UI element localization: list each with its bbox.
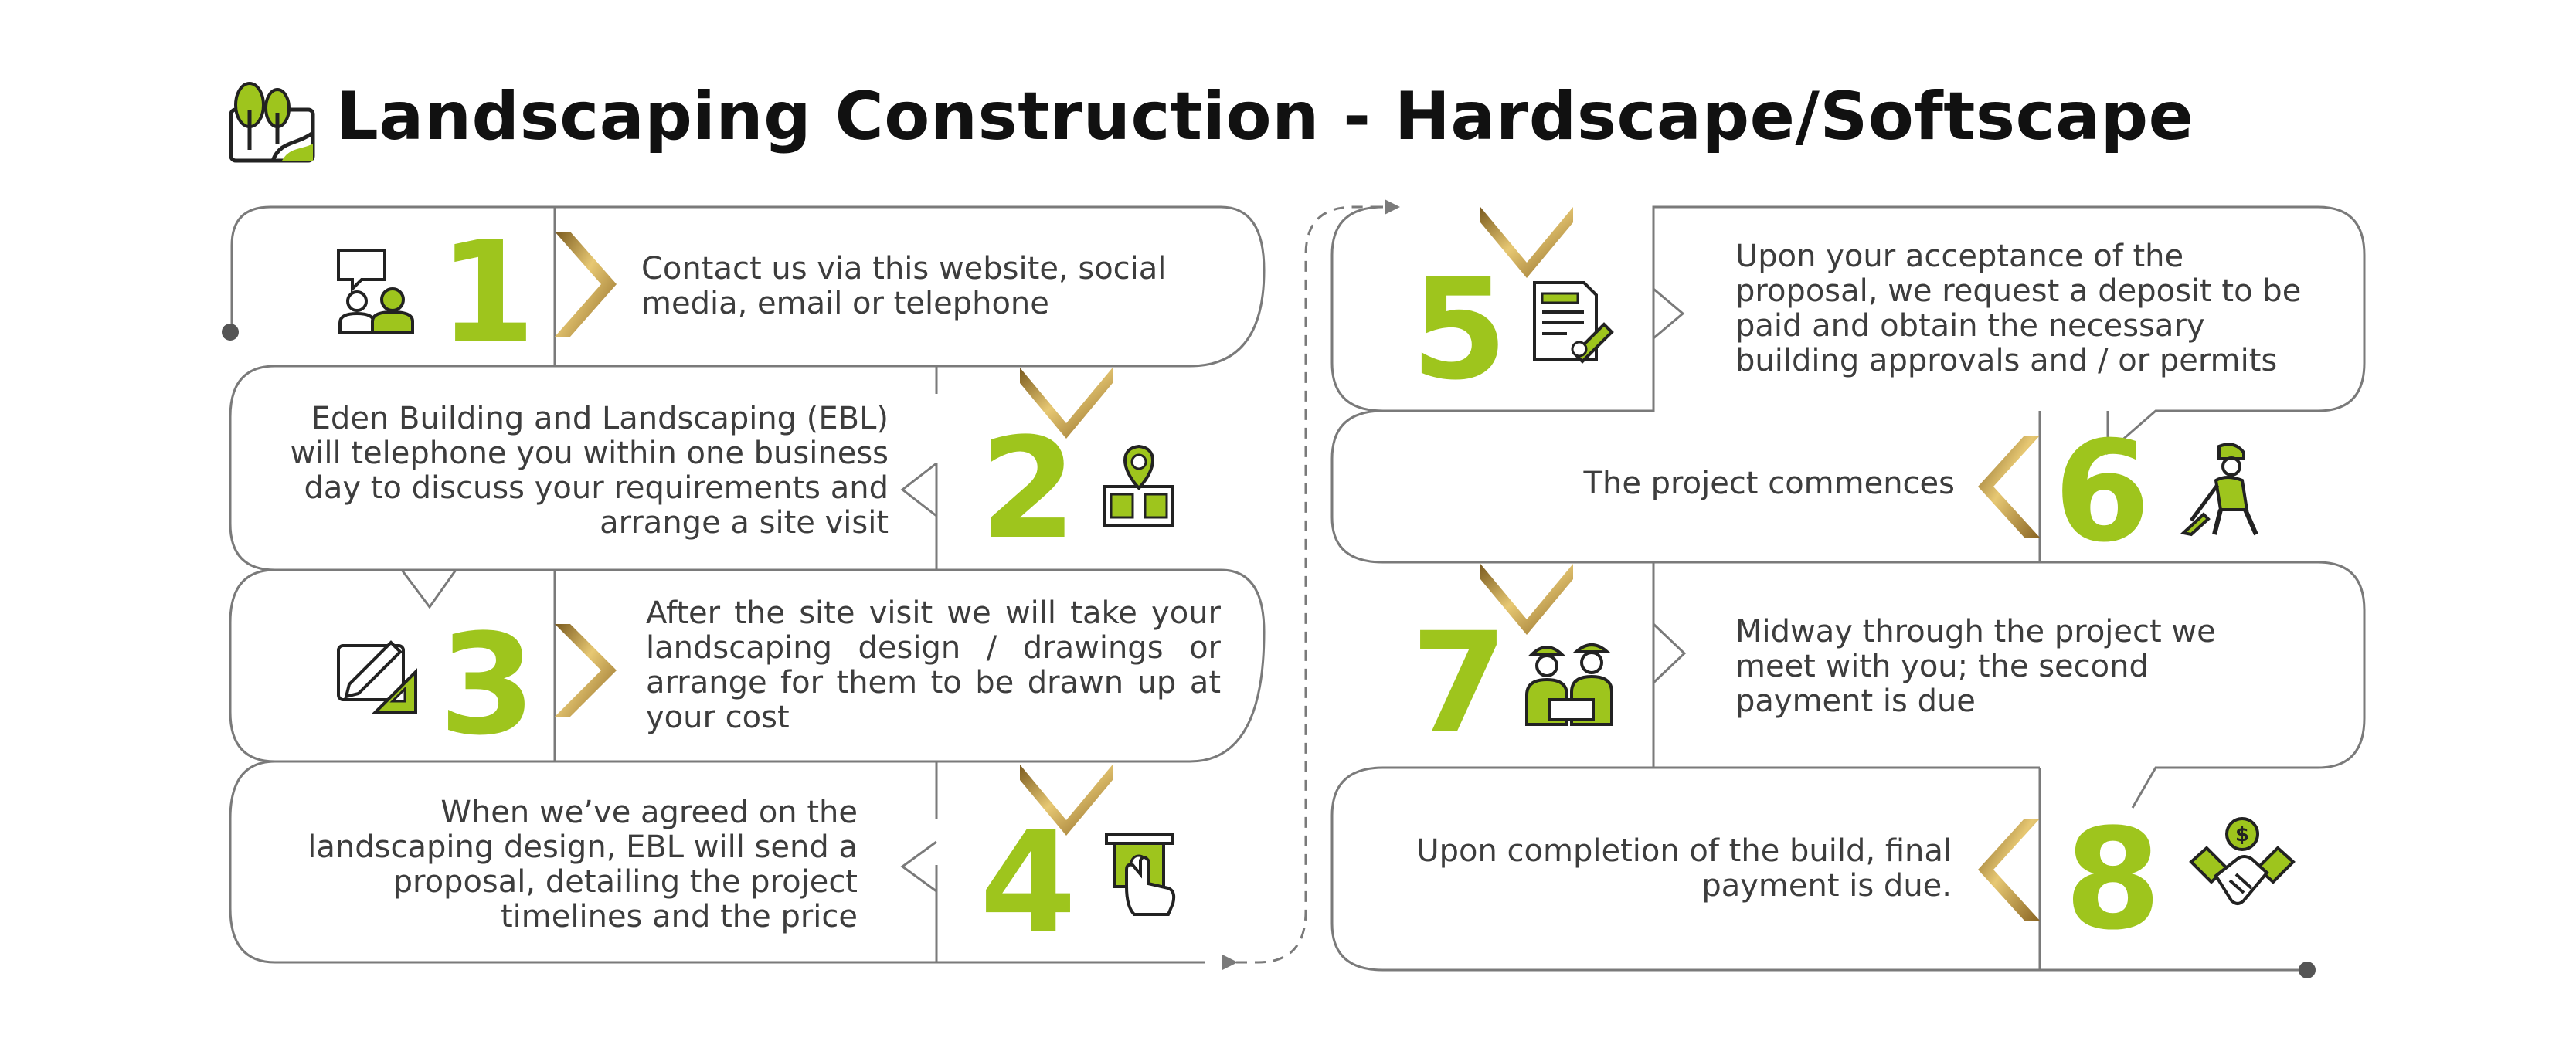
step-number-5: 5 — [1411, 249, 1508, 411]
step-number-3: 3 — [439, 605, 536, 766]
step-text-3: After the site visit we will take your l… — [646, 595, 1221, 735]
digging-worker-icon — [2180, 443, 2258, 537]
step-number-4: 4 — [980, 802, 1077, 964]
svg-text:$: $ — [2235, 823, 2249, 846]
step-number-6: 6 — [2054, 412, 2151, 573]
step-text-2: Eden Building and Landscaping (EBL) will… — [290, 401, 889, 541]
contract-icon — [1533, 281, 1614, 364]
step-text-8: Upon completion of the build, final paym… — [1416, 833, 1952, 904]
step-text-6: The project commences — [1583, 466, 1955, 501]
page-title: Landscaping Construction - Hardscape/Sof… — [336, 78, 2194, 155]
step-number-8: 8 — [2065, 799, 2162, 961]
drawing-tools-icon — [337, 640, 417, 714]
step-number-7: 7 — [1411, 603, 1508, 765]
step-text-1: Contact us via this website, social medi… — [641, 251, 1167, 321]
step-number-2: 2 — [980, 409, 1077, 570]
handshake-money-icon: $ — [2189, 817, 2296, 905]
step-text-4: When we’ve agreed on the landscaping des… — [308, 795, 858, 934]
chat-people-icon — [337, 249, 414, 334]
map-pin-icon — [1103, 444, 1174, 527]
money-hand-icon — [1105, 833, 1176, 916]
workers-meeting-icon — [1525, 643, 1613, 726]
landscape-logo-icon — [229, 82, 315, 163]
step-text-5: Upon your acceptance of the proposal, we… — [1735, 239, 2302, 378]
step-number-1: 1 — [439, 212, 536, 374]
step-text-7: Midway through the project we meet with … — [1735, 614, 2216, 719]
